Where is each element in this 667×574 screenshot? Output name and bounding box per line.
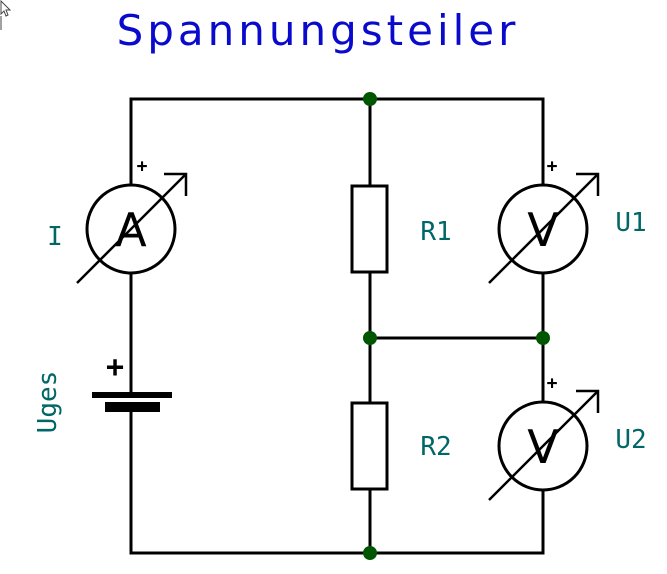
junction-mid-right xyxy=(536,331,550,345)
ammeter-polarity: + xyxy=(137,156,148,177)
battery-label: Uges xyxy=(33,371,63,434)
ammeter[interactable]: A + xyxy=(76,156,188,284)
resistor-r1[interactable] xyxy=(350,184,389,274)
voltmeter-u1-label: U1 xyxy=(615,208,646,238)
junction-top xyxy=(363,92,377,106)
resistor-r2-label: R2 xyxy=(420,432,451,462)
voltmeter-u2-arrow-head-icon xyxy=(576,389,600,413)
voltmeter-u1[interactable]: V + xyxy=(488,156,600,284)
resistor-r2[interactable] xyxy=(350,401,389,491)
resistor-r2-body xyxy=(350,401,389,491)
ammeter-arrow-line xyxy=(76,173,187,284)
battery-long-plate xyxy=(92,392,172,398)
voltmeter-u2-arrow-line xyxy=(488,390,599,501)
resistor-r1-body xyxy=(350,184,389,274)
junctions xyxy=(363,92,550,560)
mouse-pointer-icon xyxy=(0,0,12,30)
resistor-r1-label: R1 xyxy=(420,217,451,247)
battery-polarity: + xyxy=(106,350,124,385)
voltmeter-u1-polarity: + xyxy=(547,156,558,177)
voltmeter-u2-polarity: + xyxy=(547,373,558,394)
wire-bottom xyxy=(129,407,545,555)
voltmeter-u2[interactable]: V + xyxy=(488,373,600,501)
voltmeter-u1-arrow-line xyxy=(488,173,599,284)
wires xyxy=(129,97,545,555)
battery[interactable]: + xyxy=(92,350,172,412)
ammeter-arrow-head-icon xyxy=(164,172,188,196)
ammeter-label: I xyxy=(47,222,63,252)
junction-mid-left xyxy=(363,331,377,345)
voltmeter-u1-arrow-head-icon xyxy=(576,172,600,196)
junction-bottom xyxy=(363,546,377,560)
wire-top xyxy=(129,97,545,187)
voltmeter-u2-label: U2 xyxy=(615,425,646,455)
battery-short-plate xyxy=(105,402,160,412)
diagram-title: Spannungsteiler xyxy=(117,6,520,55)
